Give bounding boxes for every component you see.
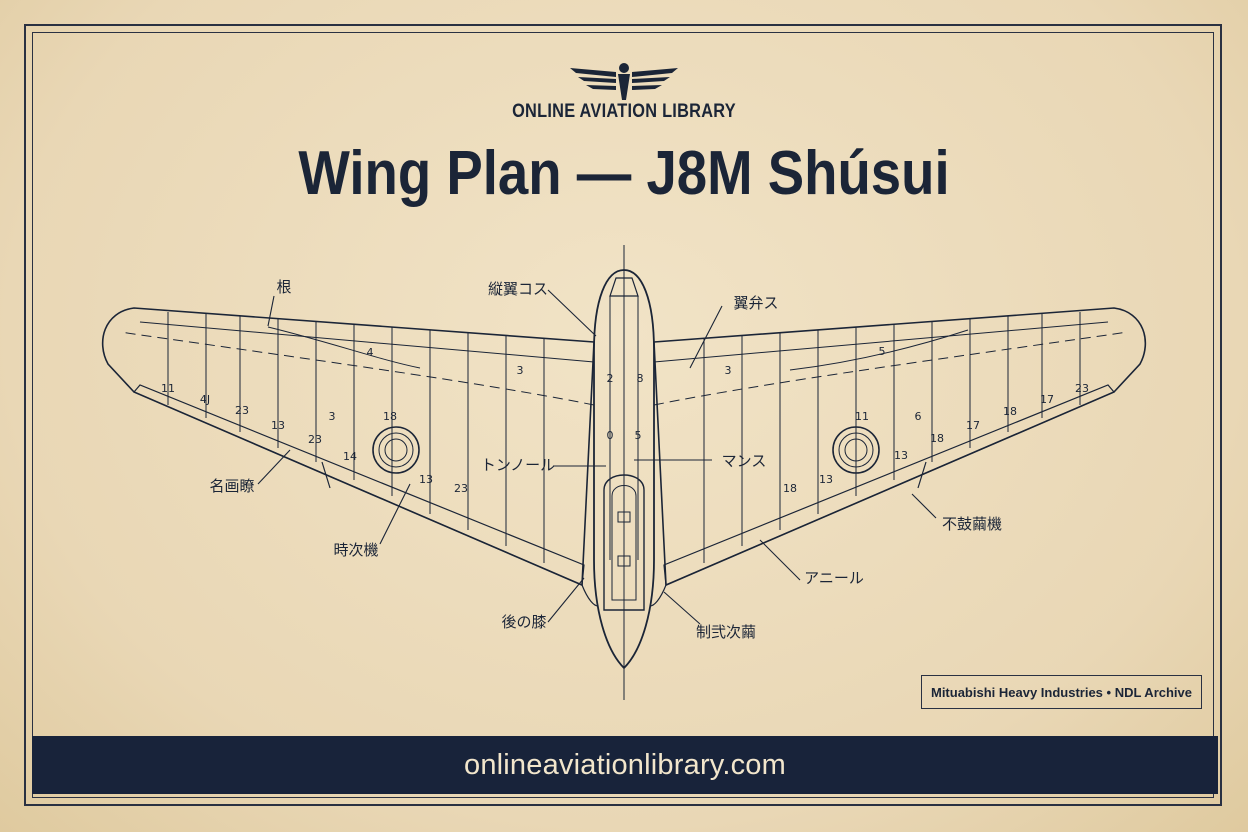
source-credit-box: Mituabishi Heavy Industries • NDL Archiv… xyxy=(921,675,1202,709)
callout-right-lower: 不鼓繭機 xyxy=(942,515,1002,533)
rib-number: 13 xyxy=(894,449,908,462)
rib-number: 23 xyxy=(1075,382,1089,395)
rib-number: 3 xyxy=(517,364,524,377)
rib-number: 0 xyxy=(607,429,614,442)
rib-number: 5 xyxy=(879,345,886,358)
rib-number: 23 xyxy=(308,433,322,446)
rib-number: 18 xyxy=(383,410,397,423)
left-aileron xyxy=(133,384,585,586)
rib-number: 2 xyxy=(607,372,614,385)
outer-border xyxy=(24,24,1222,806)
rib-number: 23 xyxy=(454,482,468,495)
callout-center-right: マンス xyxy=(722,452,767,470)
callout-bottom-left: 後の膝 xyxy=(501,613,546,631)
brand-name: ONLINE AVIATION LIBRARY xyxy=(512,101,736,122)
right-aileron xyxy=(663,384,1115,586)
left-wing-leading-inner xyxy=(139,321,595,363)
fuselage-outline xyxy=(593,269,655,670)
callout-top-center-right: 翼弁ス xyxy=(733,294,778,312)
footer-url-link[interactable]: onlineaviationlibrary.com xyxy=(463,748,786,781)
cockpit-canopy xyxy=(603,474,645,611)
left-roundel xyxy=(372,426,420,474)
callout-right-bottom: アニール xyxy=(804,569,864,587)
source-credit: Mituabishi Heavy Industries • NDL Archiv… xyxy=(930,684,1192,700)
rib-number: 13 xyxy=(419,473,433,486)
callout-center-left: トンノール xyxy=(481,456,555,474)
right-roundel xyxy=(832,426,880,474)
callout-top-center-left: 縦翼コス xyxy=(488,280,548,298)
rib-number: 17 xyxy=(966,419,980,432)
rib-number: 18 xyxy=(783,482,797,495)
rib-number: 3 xyxy=(725,364,732,377)
rib-number: 17 xyxy=(1040,393,1054,406)
callout-left-outer-mid: 名画瞭 xyxy=(209,477,254,495)
winged-emblem-icon xyxy=(570,63,678,100)
inner-border xyxy=(32,32,1214,798)
right-wing-outline xyxy=(653,307,1147,587)
rib-number: 5 xyxy=(635,429,642,442)
rib-number: 3 xyxy=(329,410,336,423)
rib-number: 8 xyxy=(637,372,644,385)
callout-bottom-right: 制弐次繭 xyxy=(696,623,756,641)
rib-number: 23 xyxy=(235,404,249,417)
callout-left-lower: 時次機 xyxy=(333,541,378,559)
callout-root: 根 xyxy=(276,278,291,296)
rib-number: 11 xyxy=(161,382,175,395)
left-wing-outline xyxy=(101,307,595,587)
rib-number: 6 xyxy=(915,410,922,423)
rib-number: 14 xyxy=(343,450,357,463)
rib-number: 13 xyxy=(271,419,285,432)
footer-band: onlineaviationlibrary.com xyxy=(32,736,1218,794)
rib-number: 18 xyxy=(1003,405,1017,418)
rib-number: 4J xyxy=(200,393,210,406)
page-title: Wing Plan — J8M Shúsui xyxy=(298,139,950,208)
rib-number: 4 xyxy=(367,346,374,359)
right-wing-leading-inner xyxy=(653,321,1109,363)
rib-number: 13 xyxy=(819,473,833,486)
rib-number: 11 xyxy=(855,410,869,423)
rib-number: 18 xyxy=(930,432,944,445)
